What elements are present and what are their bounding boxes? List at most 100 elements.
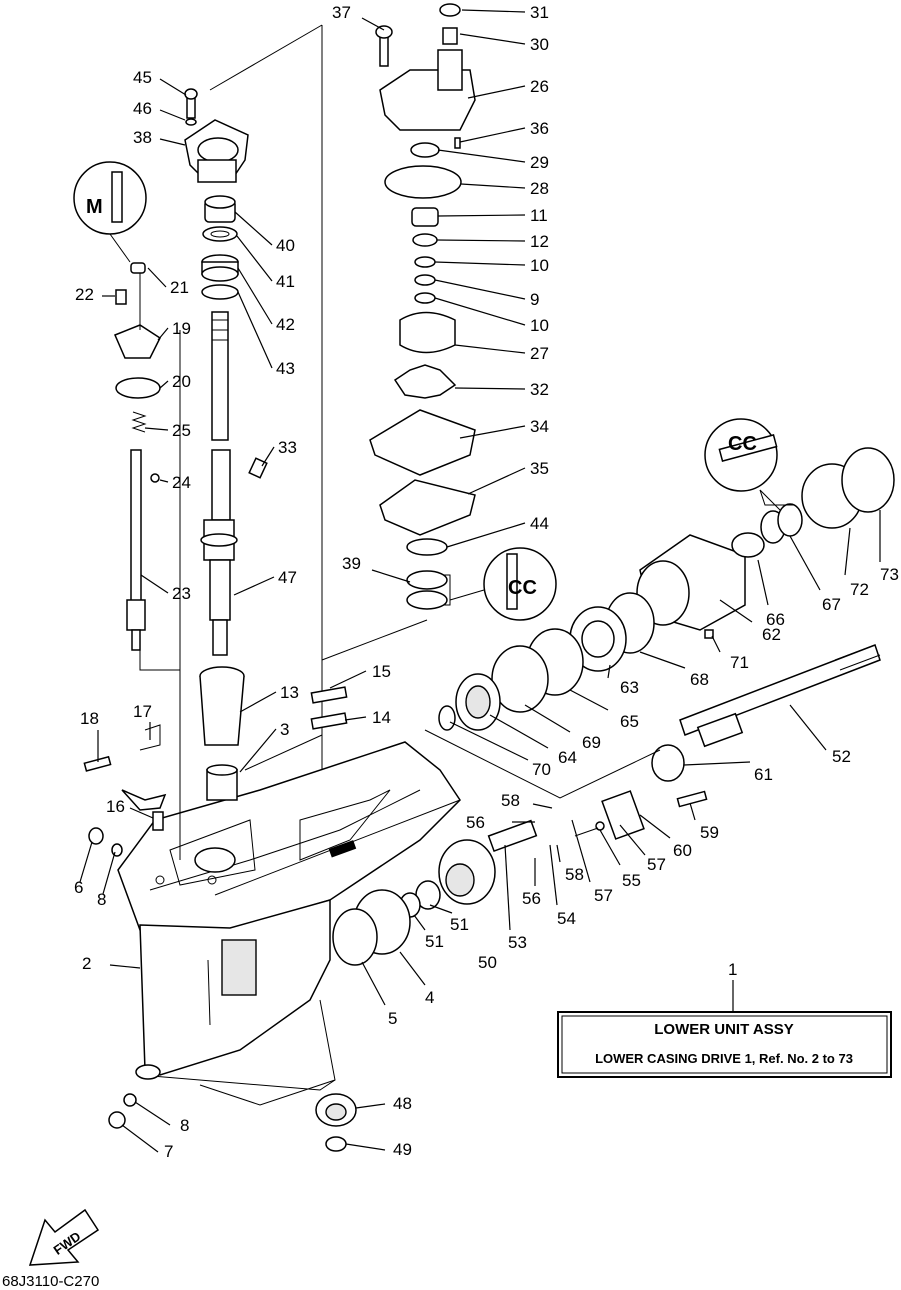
callout-39: 39: [342, 554, 361, 573]
callout-66: 66: [766, 610, 785, 629]
callout-leader-65: [569, 689, 609, 711]
callout-28: 28: [530, 179, 549, 198]
callout-3: 3: [280, 720, 289, 739]
callout-leader-12: [436, 239, 526, 242]
callout-56: 56: [466, 813, 485, 832]
callout-leader-46: [159, 109, 186, 121]
callout-17: 17: [133, 702, 152, 721]
callout-leader-3: [239, 728, 277, 773]
callout-57: 57: [594, 886, 613, 905]
callout-8: 8: [180, 1116, 189, 1135]
callout-27: 27: [530, 344, 549, 363]
callout-leader-55: [599, 829, 621, 866]
callout-71: 71: [730, 653, 749, 672]
callout-leader-6: [79, 841, 93, 883]
callout-leader-71: [711, 635, 721, 653]
callout-58: 58: [501, 791, 520, 810]
callout-48: 48: [393, 1094, 412, 1113]
callout-leader-26: [467, 85, 526, 99]
propeller-shaft-assembly: [332, 447, 895, 966]
callout-42: 42: [276, 315, 295, 334]
callout-leader-63: [607, 664, 611, 679]
callout-32: 32: [530, 380, 549, 399]
callout-14: 14: [372, 708, 391, 727]
callout-leader-19: [157, 327, 169, 341]
callout-72: 72: [850, 580, 869, 599]
callout-leader-27: [454, 344, 526, 354]
callout-leader-57: [571, 819, 591, 883]
callout-leader-4: [399, 951, 426, 986]
callout-63: 63: [620, 678, 639, 697]
callout-leader-58: [532, 803, 553, 809]
callout-62: 62: [762, 625, 781, 644]
callout-44: 44: [530, 514, 549, 533]
callout-8: 8: [97, 890, 106, 909]
callout-leader-39: [371, 569, 411, 583]
callout-47: 47: [278, 568, 297, 587]
callout-70: 70: [532, 760, 551, 779]
callout-leader-15: [329, 670, 367, 689]
callout-leader-44: [446, 522, 526, 548]
fwd-arrow: FWD: [28, 1208, 100, 1266]
callout-leader-49: [345, 1143, 386, 1151]
cc-symbol-text-right: CC: [728, 433, 757, 455]
callout-leader-48: [355, 1103, 386, 1109]
callout-24: 24: [172, 473, 191, 492]
callout-10: 10: [530, 316, 549, 335]
callout-55: 55: [622, 871, 641, 890]
callout-30: 30: [530, 35, 549, 54]
callout-leader-5: [361, 961, 386, 1006]
callout-67: 67: [822, 595, 841, 614]
callout-50: 50: [478, 953, 497, 972]
callout-leader-59: [689, 802, 696, 821]
callout-22: 22: [75, 285, 94, 304]
callout-33: 33: [278, 438, 297, 457]
callout-leader-31: [461, 9, 526, 13]
callout-leader-47: [233, 576, 275, 596]
callout-13: 13: [280, 683, 299, 702]
callout-58: 58: [565, 865, 584, 884]
callout-leader-54: [549, 844, 558, 906]
callout-46: 46: [133, 99, 152, 118]
callout-leader-14: [344, 716, 367, 721]
callout-leader-72: [844, 527, 851, 576]
callout-26: 26: [530, 77, 549, 96]
m-symbol-text: M: [86, 196, 103, 218]
callout-leader-67: [789, 535, 821, 591]
callout-64: 64: [558, 748, 577, 767]
callout-leader-62: [719, 599, 753, 623]
callout-leader-8: [102, 851, 116, 895]
callout-60: 60: [673, 841, 692, 860]
note-subtitle: LOWER CASING DRIVE 1, Ref. No. 2 to 73: [595, 1051, 853, 1066]
callout-leader-57: [619, 824, 646, 856]
callout-leader-10: [434, 297, 526, 326]
callout-52: 52: [832, 747, 851, 766]
callout-leader-61: [683, 761, 751, 766]
callout-11: 11: [530, 206, 548, 225]
callout-15: 15: [372, 662, 391, 681]
callout-38: 38: [133, 128, 152, 147]
callout-leader-10: [434, 261, 526, 266]
m-symbol-callout: M: [73, 161, 147, 263]
callout-leader-51: [413, 914, 426, 931]
callout-leader-33: [261, 446, 275, 467]
callout-40: 40: [276, 236, 295, 255]
callout-61: 61: [754, 765, 773, 784]
callout-leader-37: [361, 17, 385, 31]
callout-43: 43: [276, 359, 295, 378]
callout-4: 4: [425, 988, 434, 1007]
callout-9: 9: [530, 290, 539, 309]
callout-leader-13: [239, 691, 277, 713]
callout-31: 31: [530, 3, 549, 22]
callout-leader-60: [639, 814, 671, 839]
callout-53: 53: [508, 933, 527, 952]
callout-leader-30: [459, 33, 526, 45]
callout-leader-24: [159, 479, 169, 483]
callout-45: 45: [133, 68, 152, 87]
callout-leader-25: [144, 427, 169, 431]
callout-29: 29: [530, 153, 549, 172]
callout-54: 54: [557, 909, 576, 928]
callout-leader-35: [467, 467, 526, 495]
callout-leader-2: [109, 964, 141, 969]
